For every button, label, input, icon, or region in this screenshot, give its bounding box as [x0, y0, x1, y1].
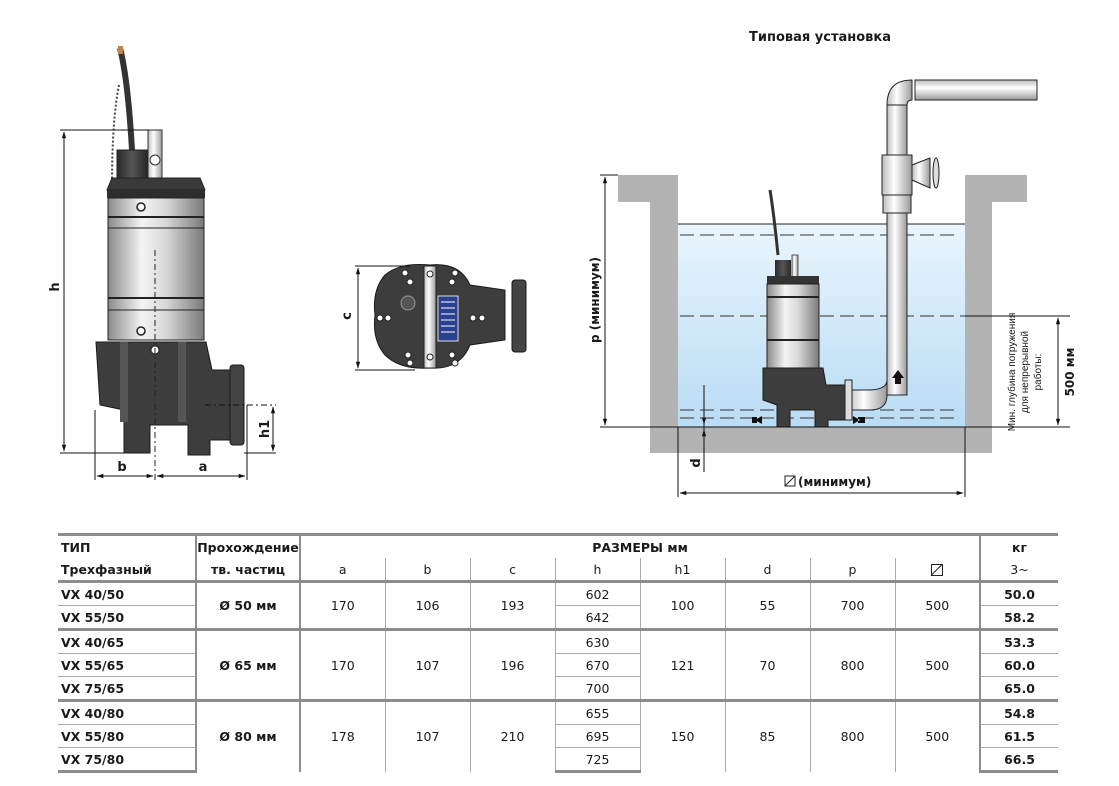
dim-d: 70	[724, 628, 810, 701]
dim-h: 630	[554, 628, 640, 654]
dim-c: 196	[469, 628, 555, 701]
table-row: VX 40/80 Ø 80 мм 178 107 210 655 150 85 …	[58, 699, 1058, 772]
min-depth-line3: работы:	[1032, 354, 1044, 391]
model-type: VX 40/50	[61, 586, 125, 602]
dim-b-label: b	[117, 460, 126, 475]
dim-square: 500	[894, 628, 980, 701]
min-depth-line2: для непрерывной	[1020, 331, 1031, 413]
model-type: VX 75/65	[58, 676, 196, 701]
dim-h: 602	[554, 581, 640, 606]
header-col-b: b	[384, 558, 470, 583]
table-row: VX 55/80 695 61.5	[58, 724, 1058, 748]
pump-top-view	[355, 264, 527, 371]
dim-c: 193	[469, 581, 555, 630]
dim-p: 800	[809, 699, 895, 772]
model-type: VX 40/80	[58, 699, 196, 725]
flow-arrow-icon	[892, 370, 904, 384]
weight: 58.2	[979, 605, 1058, 630]
weight: 54.8	[979, 699, 1058, 725]
dim-p-label: p (минимум)	[588, 257, 602, 343]
cable-icon	[117, 47, 135, 151]
dim-d: 55	[724, 581, 810, 630]
model-type: VX 55/50	[58, 605, 196, 630]
dim-h1-label: h1	[258, 420, 273, 438]
table-row: VX 55/65 670 60.0	[58, 653, 1058, 677]
table-row: VX 40/65 Ø 65 мм 170 107 196 630 121 70 …	[58, 628, 1058, 701]
min-depth-line1: Мин. глубина погружения	[1006, 313, 1018, 432]
dim-p: 700	[809, 581, 895, 630]
header-type: ТИП	[58, 533, 196, 558]
square-section-icon	[784, 475, 796, 487]
model-type: VX 55/65	[58, 653, 196, 677]
dim-h1: 150	[639, 699, 725, 772]
dim-h: 642	[554, 605, 640, 630]
dim-h: 700	[554, 676, 640, 701]
dim-b: 106	[384, 581, 470, 630]
header-passage-1: Прохождение	[195, 533, 300, 558]
header-col-p: p	[809, 558, 895, 583]
installation-view	[600, 79, 1070, 497]
diagrams: h b a h1 c p (минимум) d (минимум) Мин. …	[48, 46, 1077, 497]
weight: 66.5	[979, 747, 1058, 773]
header-col-square	[894, 558, 980, 583]
dim-a: 170	[299, 628, 385, 701]
dim-square: 500	[894, 699, 980, 772]
table-row: VX 75/80 725 66.5	[58, 747, 1058, 773]
dim-d-label: d	[689, 458, 704, 467]
dim-square: 500	[894, 581, 980, 630]
installation-title: Типовая установка	[749, 30, 891, 45]
dim-a-label: a	[199, 460, 208, 475]
min-depth-value: 500 мм	[1063, 348, 1077, 397]
header-phase: Трехфазный	[58, 558, 196, 583]
dim-d: 85	[724, 699, 810, 772]
model-type: VX 40/65	[58, 628, 196, 654]
dim-p: 800	[809, 628, 895, 701]
dim-b: 107	[384, 628, 470, 701]
model-type: VX 75/80	[58, 747, 196, 773]
dim-b: 107	[384, 699, 470, 772]
weight: 53.3	[979, 628, 1058, 654]
dim-h: 670	[554, 653, 640, 677]
dim-h1: 121	[639, 628, 725, 701]
header-dims: РАЗМЕРЫ мм	[299, 533, 980, 558]
header-col-h1: h1	[639, 558, 725, 583]
weight: 60.0	[979, 653, 1058, 677]
spec-table: ТИП Прохождение РАЗМЕРЫ мм кг Трехфазный…	[58, 533, 1058, 773]
passage: Ø 65 мм	[195, 628, 300, 701]
header-weight-sub: 3~	[979, 558, 1058, 583]
header-col-c: c	[469, 558, 555, 583]
header-weight: кг	[979, 533, 1058, 558]
dim-h: 655	[554, 699, 640, 725]
header-col-a: a	[299, 558, 385, 583]
dim-h: 695	[554, 724, 640, 748]
weight: 65.0	[979, 676, 1058, 701]
dim-c: 210	[469, 699, 555, 772]
header-col-d: d	[724, 558, 810, 583]
passage: Ø 80 мм	[195, 699, 300, 772]
dim-a: 170	[299, 581, 385, 630]
header-passage-2: тв. частиц	[195, 558, 300, 583]
header-col-h: h	[554, 558, 640, 583]
model-type: VX 55/80	[58, 724, 196, 748]
table-row: VX 75/65 700 65.0	[58, 676, 1058, 701]
dim-square-label: (минимум)	[798, 475, 871, 489]
weight: 50.0	[979, 581, 1058, 606]
dim-h-label: h	[48, 282, 63, 291]
table-row: VX 55/50 642 58.2	[58, 605, 1058, 630]
chain-icon	[111, 84, 120, 186]
square-section-icon	[931, 564, 944, 576]
dim-c-label: c	[340, 312, 355, 320]
weight: 61.5	[979, 724, 1058, 748]
dim-h: 725	[554, 747, 640, 773]
pump-side-view	[60, 46, 276, 480]
dim-a: 178	[299, 699, 385, 772]
table-row: VX 40/50 Ø 50 мм 170 106 193 602 100 55 …	[58, 581, 1058, 630]
passage: Ø 50 мм	[195, 581, 300, 630]
dim-h1: 100	[639, 581, 725, 630]
